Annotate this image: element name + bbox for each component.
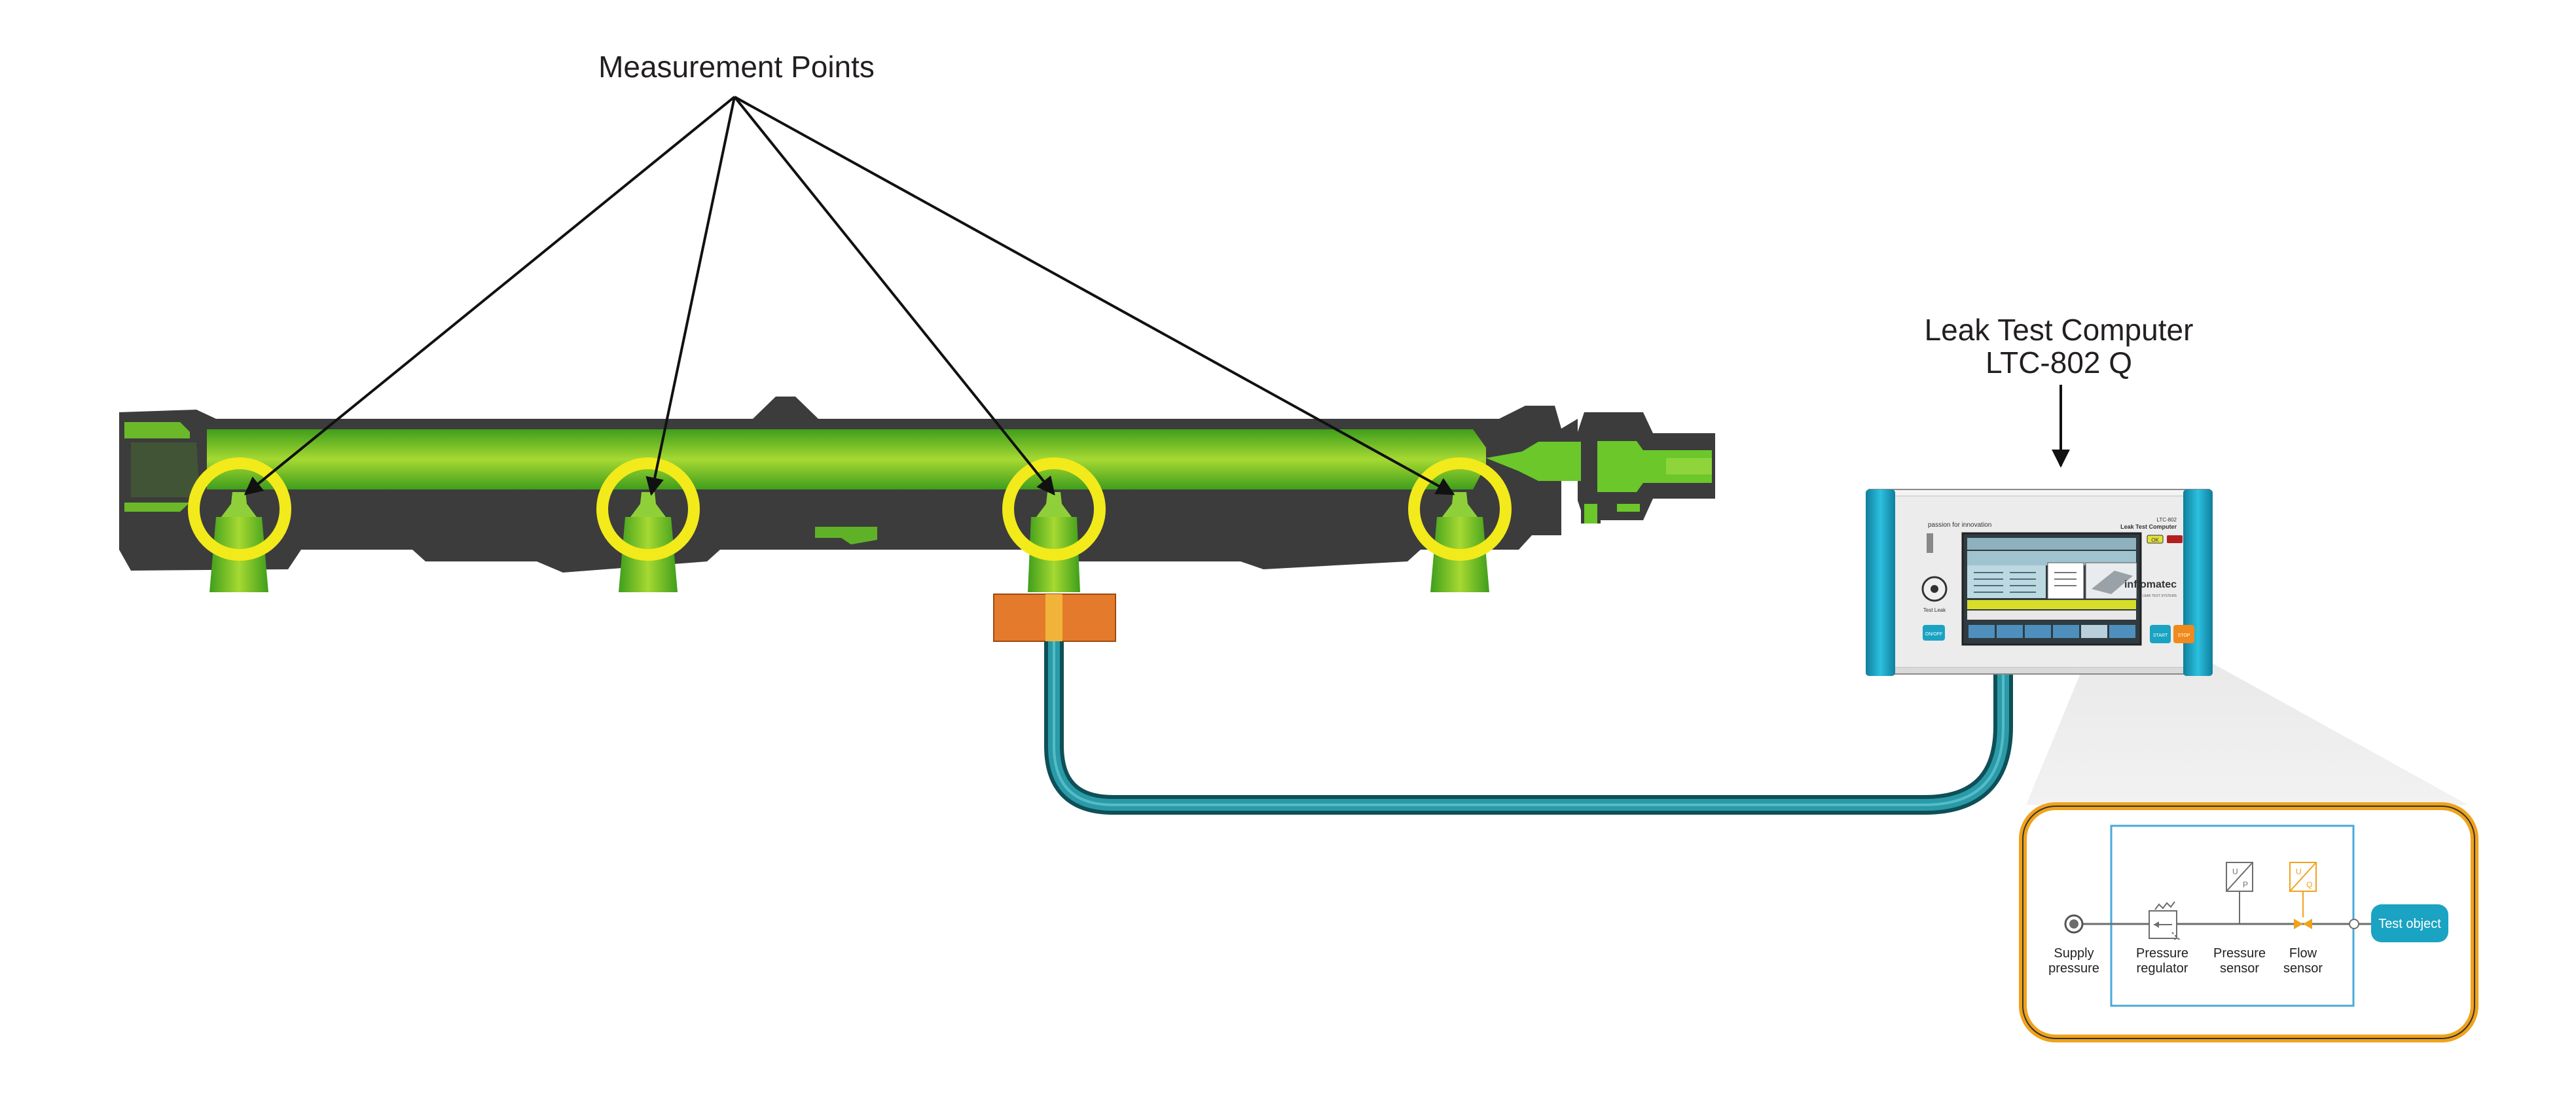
usb-port xyxy=(1927,533,1933,553)
pressure-sensor-u: U xyxy=(2232,867,2238,876)
test-leak-label: Test Leak xyxy=(1923,607,1946,613)
measurement-ring-2 xyxy=(596,457,700,561)
measurement-arrows xyxy=(244,96,1455,496)
on-off-label: ON/OFF xyxy=(1925,632,1942,637)
pressure-sensor-symbol xyxy=(2226,862,2253,924)
flow-sensor-q: Q xyxy=(2306,880,2312,889)
device-schematic-box xyxy=(2110,824,2355,1007)
flow-sensor-u: U xyxy=(2296,867,2302,876)
stop-button[interactable] xyxy=(2173,625,2194,643)
pressure-sensor-label-2: sensor xyxy=(2220,961,2259,976)
measurement-ring-4 xyxy=(1408,457,1512,561)
on-off-button[interactable] xyxy=(1923,625,1945,641)
test-object-label: Test object xyxy=(2378,917,2441,931)
pressure-sensor-p: P xyxy=(2243,880,2248,889)
flow-sensor-label-1: Flow xyxy=(2289,946,2317,961)
pressure-sensor-label-1: Pressure xyxy=(2213,946,2266,961)
device-model-name: Leak Test Computer xyxy=(2120,523,2177,530)
rail-channel xyxy=(124,422,1712,544)
brand-tagline: LEAK TEST SYSTEMS xyxy=(2143,594,2177,598)
nok-indicator xyxy=(2167,535,2183,543)
device-left-cap xyxy=(1866,489,1895,676)
start-button[interactable] xyxy=(2150,625,2171,643)
test-hose xyxy=(1044,641,2013,815)
flow-sensor-symbol xyxy=(2289,862,2317,929)
measurement-rings xyxy=(188,457,1512,561)
device-model-small: LTC-802 xyxy=(2156,517,2177,523)
brand-logo: inflomatec xyxy=(2124,579,2177,590)
schematic-callout: Supply pressure Pressure regulator U P P… xyxy=(2019,802,2478,1042)
pressure-regulator-label-1: Pressure xyxy=(2136,946,2188,961)
supply-pressure-label-1: Supply xyxy=(2054,946,2094,961)
measurement-ring-3 xyxy=(1002,457,1106,561)
outlet-port xyxy=(2349,919,2359,929)
device-right-cap xyxy=(2183,489,2213,676)
ok-indicator xyxy=(2147,535,2164,544)
test-adapter-fitting xyxy=(993,594,1116,642)
leak-test-computer-label: Leak Test Computer xyxy=(1925,313,2194,347)
pressure-regulator-label-2: regulator xyxy=(2137,961,2188,976)
ok-label: OK xyxy=(2151,537,2159,543)
stop-label: STOP xyxy=(2178,633,2190,638)
supply-pressure-label-2: pressure xyxy=(2048,961,2099,976)
measurement-points-label: Measurement Points xyxy=(598,50,875,84)
test-object-box xyxy=(2371,904,2448,942)
zoom-beam xyxy=(2026,654,2468,805)
leak-test-computer: passion for innovation Test Leak ON/OFF xyxy=(1866,489,2213,676)
measurement-ring-1 xyxy=(188,457,291,561)
start-label: START xyxy=(2153,633,2168,638)
ltc-model-label: LTC-802 Q xyxy=(1986,346,2132,380)
flow-sensor-label-2: sensor xyxy=(2283,961,2323,976)
device-slogan: passion for innovation xyxy=(1928,522,1991,529)
pressure-regulator-symbol xyxy=(2149,901,2181,940)
